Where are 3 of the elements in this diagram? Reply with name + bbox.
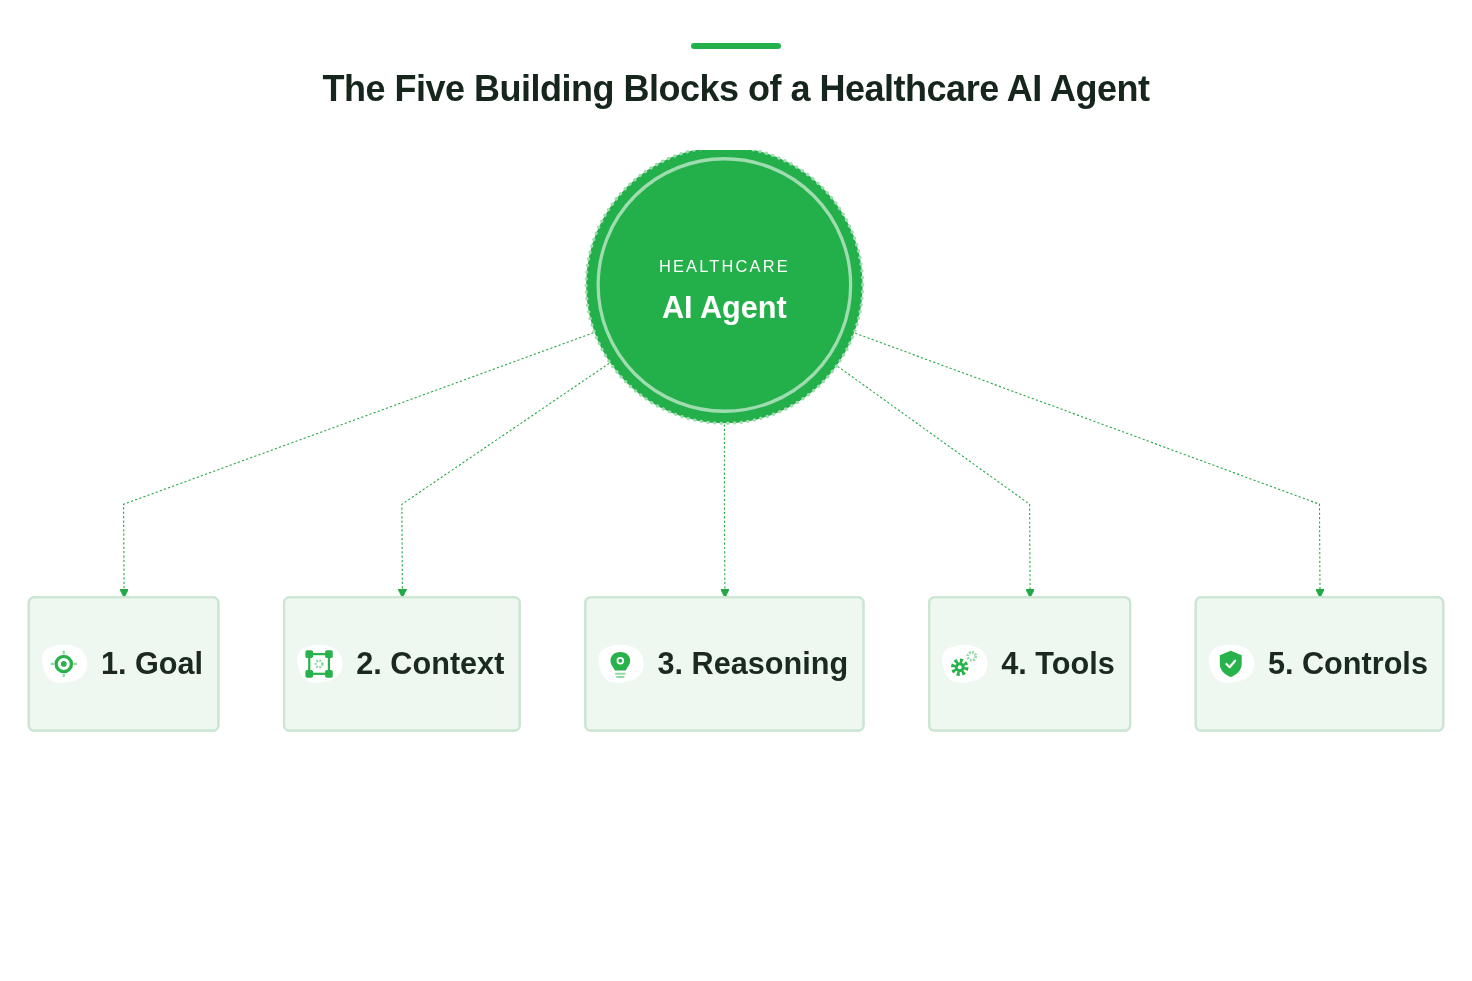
diagram-title: The Five Building Blocks of a Healthcare AI Agent [321, 68, 1151, 110]
node-label: HEALTHCARE [658, 256, 790, 276]
node-label: AI Agent [661, 290, 787, 325]
